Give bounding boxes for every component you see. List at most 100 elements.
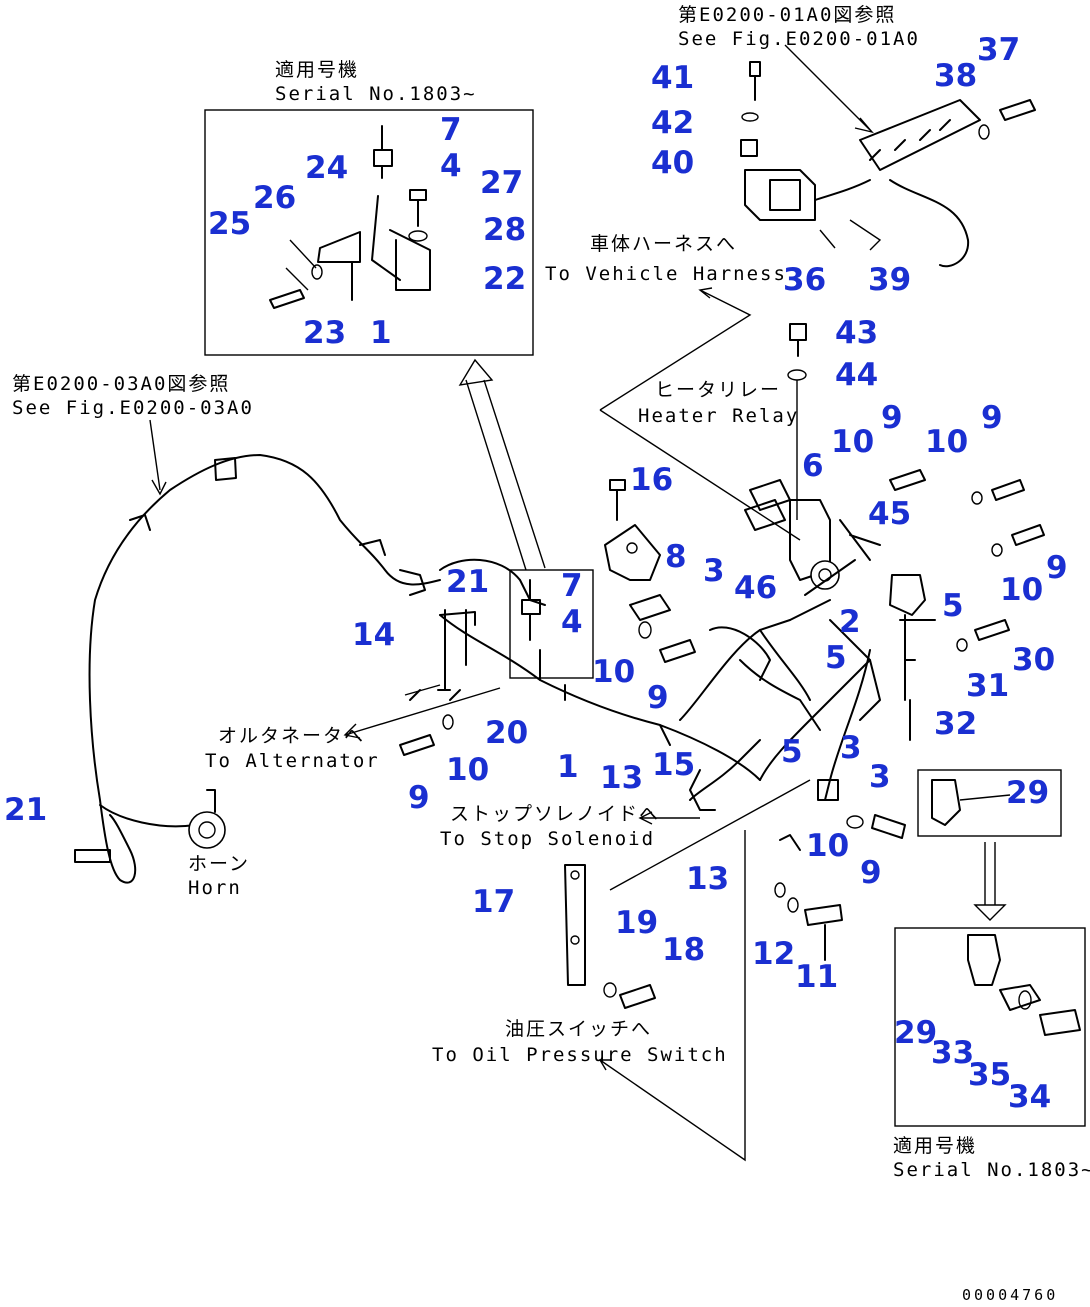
- callout-42: 42: [651, 105, 694, 141]
- callout-13: 13: [600, 760, 643, 796]
- detail-box-bottom-right: [894, 927, 1086, 1127]
- bolts-right: [889, 469, 1045, 652]
- bracket-16: [604, 479, 661, 581]
- callout-5: 5: [942, 588, 964, 624]
- callout-9: 9: [408, 780, 430, 816]
- callout-21: 21: [446, 564, 489, 600]
- note-fig-top-en: See Fig.E0200-01A0: [678, 28, 920, 50]
- note-oil-en: To Oil Pressure Switch: [432, 1044, 728, 1066]
- note-alternator-en: To Alternator: [205, 750, 380, 772]
- text-notes: 第E0200-01A0図参照 See Fig.E0200-01A0 適用号機 S…: [12, 4, 1090, 1304]
- callout-5: 5: [825, 640, 847, 676]
- callout-10: 10: [1000, 572, 1043, 608]
- callout-7: 7: [440, 112, 462, 148]
- callout-18: 18: [662, 932, 705, 968]
- note-fig-top-jp: 第E0200-01A0図参照: [678, 4, 896, 26]
- relay-assembly: [740, 61, 1036, 268]
- callout-10: 10: [806, 828, 849, 864]
- callout-9: 9: [860, 855, 882, 891]
- note-serial-top-en: Serial No.1803~: [275, 83, 477, 105]
- callout-12: 12: [752, 936, 795, 972]
- callout-23: 23: [303, 315, 346, 351]
- callout-43: 43: [835, 315, 878, 351]
- note-horn-jp: ホーン: [188, 853, 250, 875]
- callout-1: 1: [557, 749, 579, 785]
- callout-38: 38: [934, 58, 977, 94]
- note-alternator-jp: オルタネータへ: [218, 725, 365, 747]
- detail-box-29: [917, 769, 1062, 921]
- note-serial-top-jp: 適用号機: [275, 59, 359, 81]
- callout-35: 35: [968, 1057, 1011, 1093]
- horn-harness: [74, 454, 441, 884]
- leader-lines: [149, 44, 874, 1162]
- callout-30: 30: [1012, 642, 1055, 678]
- callout-33: 33: [931, 1035, 974, 1071]
- callout-45: 45: [868, 496, 911, 532]
- note-horn-en: Horn: [188, 877, 242, 899]
- note-fig-left-en: See Fig.E0200-03A0: [12, 397, 254, 419]
- lower-clamps: [774, 779, 906, 961]
- callout-4: 4: [440, 148, 462, 184]
- clamp-8: [629, 594, 696, 663]
- callout-14: 14: [352, 617, 395, 653]
- callout-16: 16: [630, 462, 673, 498]
- note-vehicle-en: To Vehicle Harness: [545, 263, 787, 285]
- callout-3: 3: [869, 759, 891, 795]
- note-stop-en: To Stop Solenoid: [440, 828, 655, 850]
- callout-3: 3: [703, 553, 725, 589]
- callout-41: 41: [651, 60, 694, 96]
- callout-13: 13: [686, 861, 729, 897]
- note-stop-jp: ストップソレノイドへ: [450, 803, 660, 825]
- callout-28: 28: [483, 212, 526, 248]
- callout-25: 25: [208, 206, 251, 242]
- clip-inset: [509, 569, 594, 679]
- callout-10: 10: [925, 424, 968, 460]
- bolt-43-washer-44: [787, 323, 807, 520]
- callout-44: 44: [835, 357, 878, 393]
- callout-36: 36: [783, 262, 826, 298]
- callout-2: 2: [839, 604, 861, 640]
- note-heater-en: Heater Relay: [638, 405, 799, 427]
- callout-21: 21: [4, 792, 47, 828]
- callout-39: 39: [868, 262, 911, 298]
- callout-7: 7: [561, 568, 583, 604]
- callout-15: 15: [652, 747, 695, 783]
- drawing-code: 00004760: [962, 1286, 1058, 1304]
- callout-46: 46: [734, 570, 777, 606]
- callout-27: 27: [480, 165, 523, 201]
- callout-1: 1: [370, 315, 392, 351]
- callout-31: 31: [966, 668, 1009, 704]
- callout-37: 37: [977, 32, 1020, 68]
- callout-20: 20: [485, 715, 528, 751]
- callout-9: 9: [647, 680, 669, 716]
- note-oil-jp: 油圧スイッチへ: [505, 1018, 652, 1040]
- callout-24: 24: [305, 150, 348, 186]
- callout-5: 5: [781, 734, 803, 770]
- note-serial-bottom-jp: 適用号機: [893, 1135, 977, 1157]
- callout-40: 40: [651, 145, 694, 181]
- callout-9: 9: [1046, 550, 1068, 586]
- detail-box-top-left: [204, 109, 534, 356]
- callout-32: 32: [934, 706, 977, 742]
- callout-9: 9: [981, 400, 1003, 436]
- note-fig-left-jp: 第E0200-03A0図参照: [12, 373, 230, 395]
- note-vehicle-jp: 車体ハーネスへ: [590, 233, 737, 255]
- callout-9: 9: [881, 400, 903, 436]
- main-harness: [404, 558, 881, 811]
- callout-19: 19: [615, 905, 658, 941]
- callout-6: 6: [802, 448, 824, 484]
- note-heater-jp: ヒータリレー: [655, 379, 781, 401]
- callout-29: 29: [894, 1015, 937, 1051]
- callout-8: 8: [665, 539, 687, 575]
- callout-10: 10: [446, 752, 489, 788]
- callout-29: 29: [1006, 775, 1049, 811]
- arrow-to-detail-box: [458, 358, 546, 571]
- callouts: 7 4 24 27 26 25 28 22 23 1 41 42 40 38 3…: [4, 32, 1068, 1115]
- plate-17: [564, 864, 656, 1009]
- callout-11: 11: [795, 959, 838, 995]
- callout-10: 10: [831, 424, 874, 460]
- callout-26: 26: [253, 180, 296, 216]
- heater-relay: [744, 479, 936, 741]
- callout-34: 34: [1008, 1079, 1051, 1115]
